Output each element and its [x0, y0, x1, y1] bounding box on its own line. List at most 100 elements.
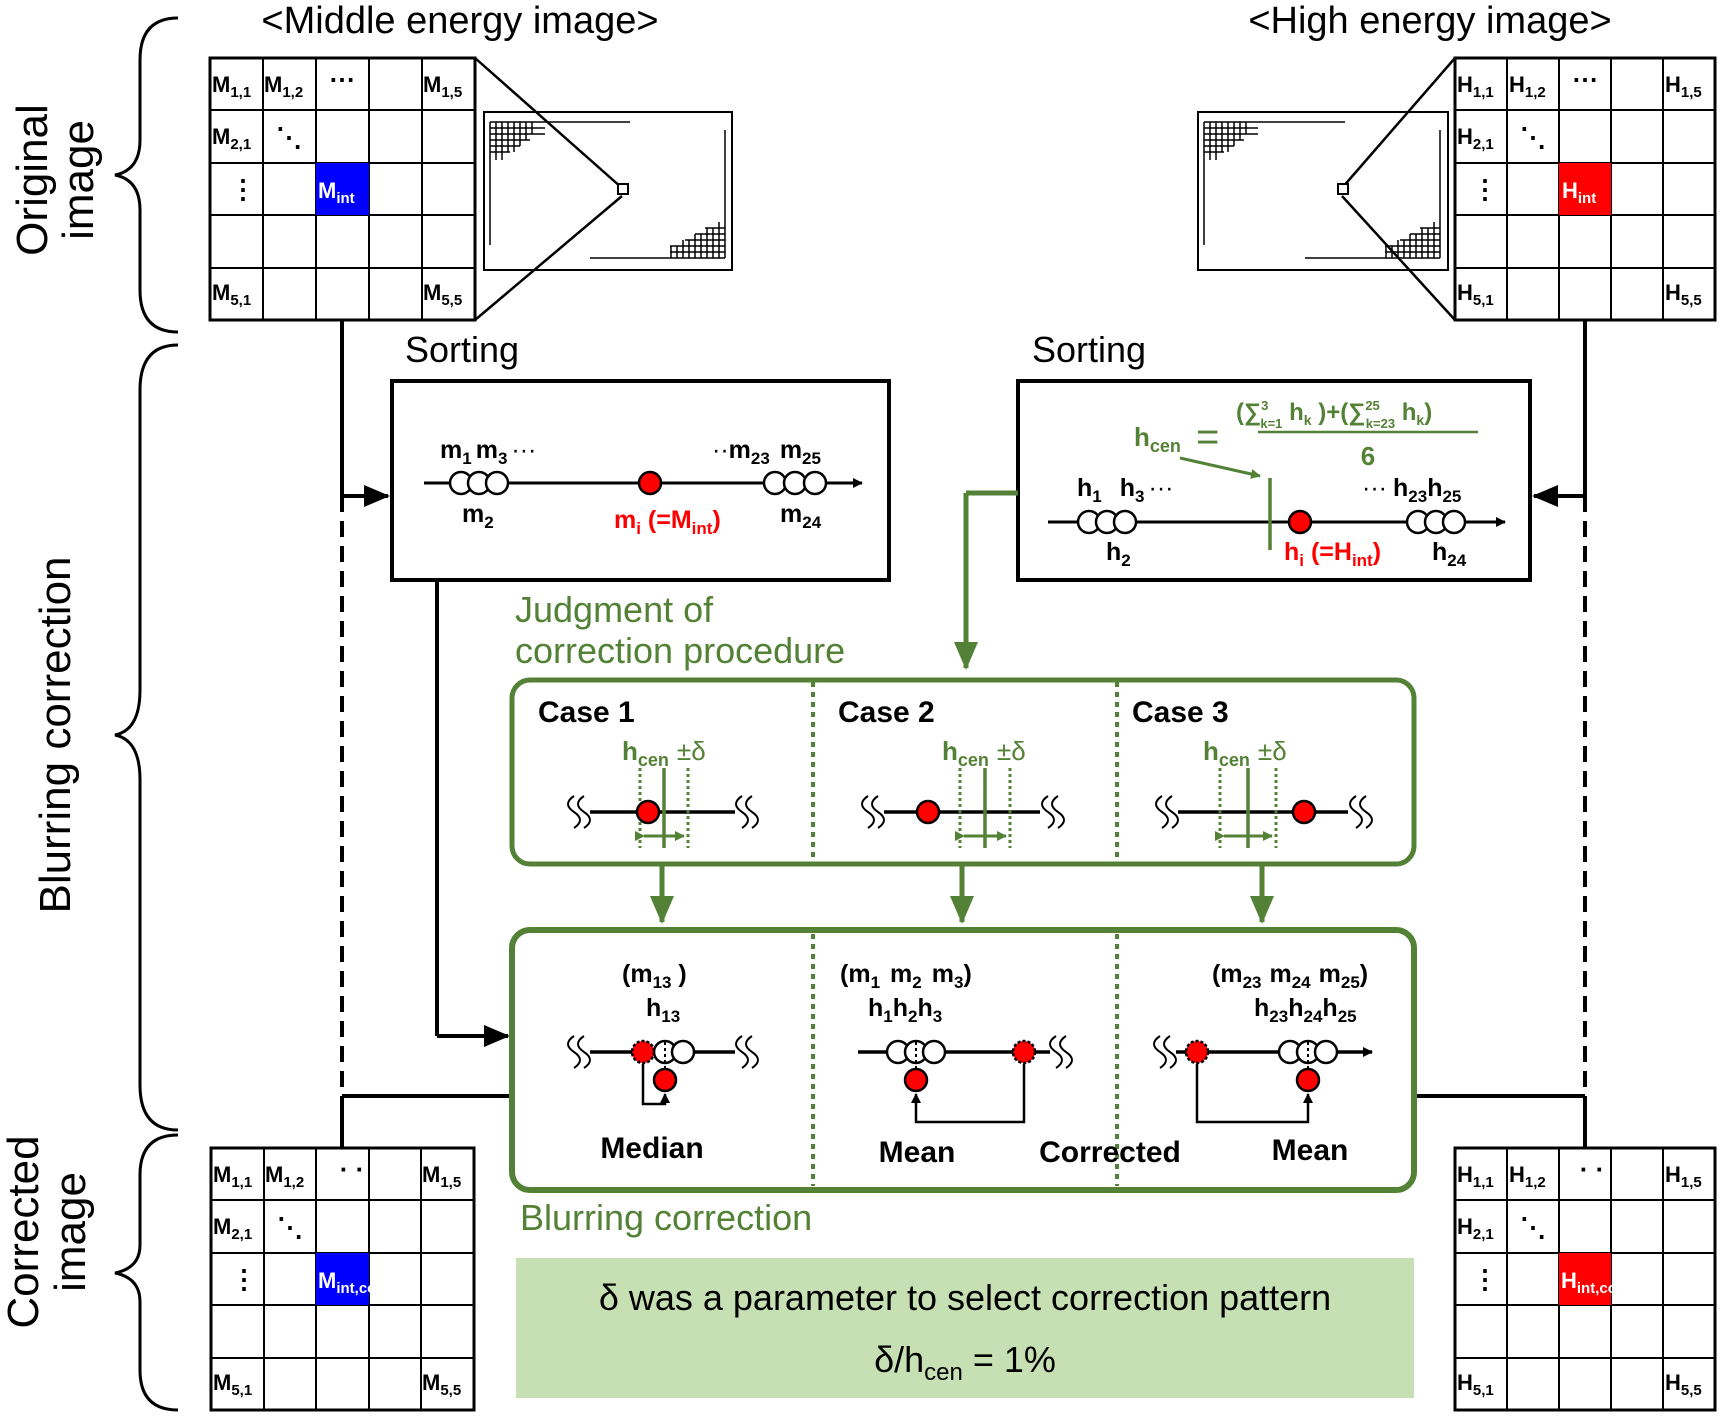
case2-hcen: hcen±δ [942, 736, 1026, 770]
cell-label: H5,5 [1665, 1370, 1702, 1399]
cell-label: H1,1 [1457, 1162, 1494, 1191]
grid-cell-corrected-blue [316, 1253, 369, 1305]
label-m2: m2 [462, 500, 494, 532]
c1-median: Median [600, 1132, 703, 1165]
note-box [516, 1258, 1414, 1398]
judgment-label-2: correction procedure [515, 630, 845, 671]
cell-label: H5,5 [1665, 280, 1702, 309]
point-hi [1287, 509, 1313, 535]
section-label-corrected-2: image [46, 1172, 95, 1292]
cell-dots: ⋱ [1520, 1212, 1546, 1242]
judgment-box [509, 677, 1417, 867]
grid-middle-original: M1,1 M1,2 ⋯ M1,5 M2,1 ⋱ ⋮ Mint M5,1 M5,5 [208, 56, 477, 322]
c2-h: h1h2h3 [868, 994, 942, 1026]
cell-dots: · · [1580, 1154, 1605, 1184]
center-cell-label: Hint [1562, 178, 1596, 207]
center-cell-label: Mint,cor [318, 1268, 382, 1297]
cell-label: M5,5 [423, 280, 462, 309]
cell-label: M1,1 [213, 1162, 252, 1191]
sorted-axis-high [1048, 478, 1506, 550]
grid-cell-center-red [1559, 163, 1611, 215]
cell-dots: ⋱ [1520, 122, 1546, 152]
c3-mean: Mean [1272, 1134, 1349, 1167]
correction-case1: (m13 ) h13 Median [567, 960, 759, 1165]
case3-hcen: hcen±δ [1203, 736, 1287, 770]
case1-diagram: hcen±δ [567, 736, 759, 848]
blurring-correction-label: Blurring correction [520, 1197, 812, 1238]
cell-dots: ⋮ [1472, 1264, 1498, 1294]
brace-original [114, 16, 179, 334]
corrected-label: Corrected [1039, 1136, 1181, 1169]
cell-label: M1,2 [264, 72, 303, 101]
cell-dots: ⋱ [276, 122, 302, 152]
label-h23-h25: ···h23h25 [1362, 474, 1461, 506]
c2-mean: Mean [879, 1136, 956, 1169]
case2-label: Case 2 [838, 696, 935, 729]
section-label-corrected-1: Corrected [0, 1135, 48, 1328]
sorting-box-high [1016, 379, 1532, 582]
cell-label: M5,5 [422, 1370, 461, 1399]
formula-denominator: 6 [1361, 441, 1375, 471]
cell-dots: ⋮ [230, 174, 256, 204]
label-hi: hi (=Hint) [1284, 538, 1381, 570]
cell-dots: ⋱ [277, 1212, 303, 1242]
label-m24: m24 [780, 500, 822, 532]
grid-cell-center-blue [316, 163, 369, 215]
cell-label: M1,5 [423, 72, 462, 101]
grid-high-original: H1,1 H1,2 ⋯ H1,5 H2,1 ⋱ ⋮ Hint H5,1 H5,5 [1453, 56, 1717, 322]
case1-hcen: hcen±δ [622, 736, 706, 770]
cell-dots: ⋮ [231, 1264, 257, 1294]
sorting-label-left: Sorting [405, 329, 519, 370]
cell-label: M1,2 [265, 1162, 304, 1191]
point-mi [637, 470, 663, 496]
sorting-label-right: Sorting [1032, 329, 1146, 370]
cell-label: H1,5 [1665, 72, 1702, 101]
case3-diagram: hcen±δ [1155, 736, 1373, 848]
cell-label: H1,5 [1665, 1162, 1702, 1191]
flow-green-cases [650, 866, 1274, 924]
judgment-label-1: Judgment of [515, 589, 714, 630]
case1-label: Case 1 [538, 696, 635, 729]
grid-high-corrected: H1,1 H1,2 · · H1,5 H2,1 ⋱ ⋮ Hint,cor H5,… [1453, 1146, 1717, 1412]
cell-label: H1,2 [1509, 1162, 1546, 1191]
flow-green [954, 490, 1018, 670]
cell-label: M5,1 [213, 1370, 252, 1399]
c1-top: (m13 ) [622, 960, 687, 992]
cell-label: H2,1 [1457, 124, 1494, 153]
cell-dots: ⋯ [1572, 64, 1598, 94]
cell-label: H1,2 [1509, 72, 1546, 101]
cell-label: H5,1 [1457, 280, 1494, 309]
magnified-image-middle [474, 57, 733, 321]
brace-corrected [114, 1133, 179, 1412]
c1-h: h13 [646, 994, 680, 1026]
grid-middle-corrected: M1,1 M1,2 · · M1,5 M2,1 ⋱ ⋮ Mint,cor M5,… [209, 1146, 476, 1412]
center-cell-label: Hint,cor [1561, 1268, 1623, 1297]
section-label-blurring: Blurring correction [31, 556, 80, 913]
brace-blurring [114, 343, 179, 1132]
cell-dots: ⋯ [329, 64, 355, 94]
formula-lhs: hcen [1134, 422, 1181, 456]
cell-label: H1,1 [1457, 72, 1494, 101]
magnified-image-high [1197, 57, 1456, 321]
cell-label: M5,1 [212, 280, 251, 309]
cell-label: H5,1 [1457, 1370, 1494, 1399]
correction-box [509, 927, 1417, 1193]
label-h2: h2 [1106, 538, 1131, 570]
c3-h: h23h24h25 [1254, 994, 1357, 1026]
cell-label: M1,5 [422, 1162, 461, 1191]
cell-dots: ⋮ [1472, 174, 1498, 204]
case2-diagram: hcen±δ [861, 736, 1065, 848]
cell-label: H2,1 [1457, 1214, 1494, 1243]
grid-cell-corrected-red [1559, 1253, 1611, 1305]
